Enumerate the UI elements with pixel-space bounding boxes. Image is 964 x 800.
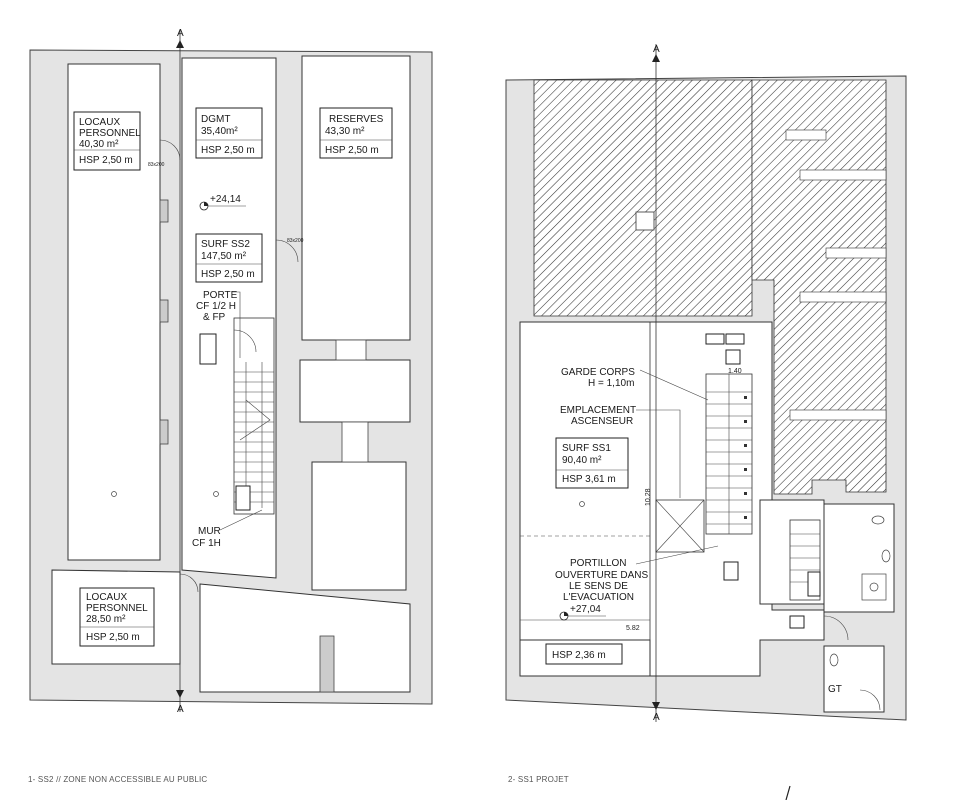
ss2-room-dgmt-circulation — [181, 57, 277, 579]
svg-text:SURF SS1: SURF SS1 — [562, 443, 611, 454]
ss1-small-staircase — [789, 519, 821, 601]
ss1-wc-label: GT — [828, 684, 842, 695]
ss1-dim-width: 5.82 — [626, 625, 640, 632]
ss1-hatched-zones — [533, 79, 887, 495]
ss2-annotation-mur: MUR CF 1H — [192, 509, 263, 549]
ss2-door-tag-2: 83x200 — [287, 238, 304, 244]
svg-text:GARDE CORPS: GARDE CORPS — [561, 367, 635, 378]
svg-text:HSP 2,50 m: HSP 2,50 m — [201, 145, 255, 156]
ss2-section-marker-bottom: A — [177, 704, 184, 715]
svg-text:SURF SS2: SURF SS2 — [201, 239, 250, 250]
ss1-annotation-garde-corps: GARDE CORPS H = 1,10m — [561, 367, 709, 401]
svg-text:MUR: MUR — [198, 526, 221, 537]
ss1-dim-length: 10.28 — [645, 488, 652, 506]
ss1-room-wc — [823, 645, 885, 713]
svg-text:+27,04: +27,04 — [570, 604, 601, 615]
ss1-dim-stair: 1.40 — [728, 368, 742, 375]
svg-text:90,40 m²: 90,40 m² — [562, 455, 602, 466]
svg-text:HSP 2,50 m: HSP 2,50 m — [86, 632, 140, 643]
svg-text:PERSONNEL: PERSONNEL — [79, 128, 141, 139]
svg-text:L'EVACUATION: L'EVACUATION — [563, 592, 634, 603]
ss1-annotation-portillon: PORTILLON OUVERTURE DANS LE SENS DE L'EV… — [555, 545, 719, 603]
svg-text:+24,14: +24,14 — [210, 194, 241, 205]
ss2-label-reserves: RESERVES 43,30 m² HSP 2,50 m — [319, 107, 393, 159]
ss1-label-hsp-bottom: HSP 2,36 m — [545, 643, 623, 665]
ss2-stair-tag — [235, 485, 251, 511]
ss2-label-dgmt: DGMT 35,40m² HSP 2,50 m — [195, 107, 263, 159]
ss2-section-marker-top: A — [177, 28, 184, 39]
svg-text:40,30 m²: 40,30 m² — [79, 139, 119, 150]
svg-text:DGMT: DGMT — [201, 114, 230, 125]
ss2-annotation-porte: PORTE CF 1/2 H & FP — [196, 290, 241, 358]
ss2-equipment-tag — [199, 333, 217, 365]
svg-text:& FP: & FP — [203, 312, 226, 323]
ss2-label-locaux-top: LOCAUX PERSONNEL 40,30 m² HSP 2,50 m — [73, 111, 141, 171]
svg-text:HSP 3,61 m: HSP 3,61 m — [562, 474, 616, 485]
svg-text:147,50 m²: 147,50 m² — [201, 251, 247, 262]
svg-text:PORTILLON: PORTILLON — [570, 558, 627, 569]
caption-plan-ss1: 2- SS1 PROJET — [508, 775, 569, 784]
ss1-level-mark: +27,04 — [559, 604, 606, 621]
svg-text:35,40m²: 35,40m² — [201, 126, 238, 137]
ss1-section-marker-bottom: A — [653, 712, 660, 723]
pen-mark — [785, 785, 791, 800]
ss2-room-bottom-right — [199, 583, 411, 693]
ss1-label-surf-ss1: SURF SS1 90,40 m² HSP 3,61 m — [555, 437, 629, 489]
svg-text:HSP 2,50 m: HSP 2,50 m — [79, 155, 133, 166]
svg-text:HSP 2,50 m: HSP 2,50 m — [325, 145, 379, 156]
svg-text:43,30 m²: 43,30 m² — [325, 126, 365, 137]
ss1-annotation-ascenseur: EMPLACEMENT ASCENSEUR — [560, 405, 681, 498]
ss2-label-surf-ss2: SURF SS2 147,50 m² HSP 2,50 m — [195, 233, 263, 283]
svg-text:LE SENS DE: LE SENS DE — [569, 581, 628, 592]
plan-ss2: A A LOCAUX PERSONNEL 40,30 m² HSP 2,50 m… — [29, 28, 433, 715]
svg-text:CF 1/2 H: CF 1/2 H — [196, 301, 236, 312]
svg-text:28,50 m²: 28,50 m² — [86, 614, 126, 625]
svg-text:ASCENSEUR: ASCENSEUR — [571, 416, 633, 427]
caption-plan-ss2: 1- SS2 // ZONE NON ACCESSIBLE AU PUBLIC — [28, 775, 207, 784]
plan-ss1: A A SURF SS1 90,40 m² HSP 3,61 m HSP 2,3… — [505, 44, 907, 723]
ss1-room-sanitary — [823, 503, 895, 613]
svg-text:OUVERTURE DANS: OUVERTURE DANS — [555, 570, 648, 581]
ss1-staircase — [705, 373, 753, 535]
svg-text:RESERVES: RESERVES — [329, 114, 384, 125]
svg-text:H = 1,10m: H = 1,10m — [588, 378, 634, 389]
ss2-level-mark: +24,14 — [199, 194, 246, 211]
svg-text:LOCAUX: LOCAUX — [86, 592, 127, 603]
svg-text:HSP 2,36 m: HSP 2,36 m — [552, 650, 606, 661]
ss2-room-reserves — [301, 55, 411, 341]
ss1-section-marker-top: A — [653, 44, 660, 55]
ss2-room-small-1 — [299, 359, 411, 423]
ss2-room-small-2 — [311, 461, 407, 591]
svg-text:CF 1H: CF 1H — [192, 538, 221, 549]
svg-text:PORTE: PORTE — [203, 290, 238, 301]
ss2-room-locaux-top — [67, 63, 161, 561]
svg-text:EMPLACEMENT: EMPLACEMENT — [560, 405, 636, 416]
svg-text:PERSONNEL: PERSONNEL — [86, 603, 148, 614]
svg-text:LOCAUX: LOCAUX — [79, 117, 120, 128]
ss2-door-tag-1: 83x200 — [148, 162, 165, 168]
svg-text:HSP 2,50 m: HSP 2,50 m — [201, 269, 255, 280]
ss2-label-locaux-bottom: LOCAUX PERSONNEL 28,50 m² HSP 2,50 m — [79, 587, 155, 647]
